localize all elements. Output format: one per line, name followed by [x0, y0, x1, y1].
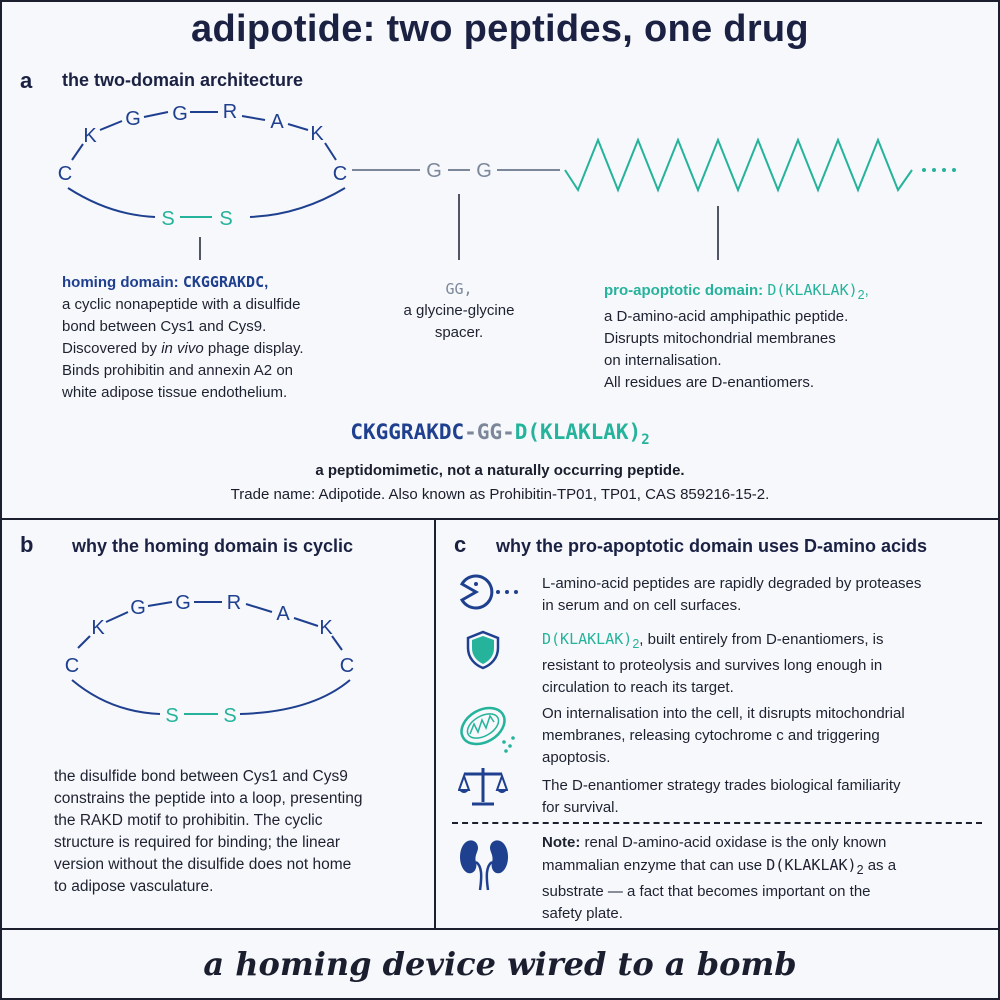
kidney-icon	[460, 840, 508, 891]
panel-b-explanation: the disulfide bond between Cys1 and Cys9…	[54, 768, 363, 895]
panel-c-letter: c	[454, 532, 467, 557]
divider-ab	[0, 518, 1000, 520]
panel-b-heading: why the homing domain is cyclic	[72, 536, 354, 556]
panel-c-heading: why the pro-apoptotic domain uses D-amin…	[496, 536, 928, 556]
note-divider	[452, 822, 982, 824]
panel-b-letter: b	[20, 532, 34, 557]
panel-b-ring-diagram: C K G G R A K C S S	[65, 592, 354, 727]
panel-a-letter: a	[20, 68, 33, 93]
spacer-description: GG, a glycine-glycine spacer.	[380, 278, 538, 344]
pacman-protease-icon	[459, 574, 518, 610]
item-protease-degradation: L-amino-acid peptides are rapidly degrad…	[542, 575, 922, 614]
page-title: adipotide: two peptides, one drug	[191, 8, 809, 50]
balance-scale-icon	[458, 768, 508, 806]
spacer-residue: G	[426, 160, 442, 182]
spacer-label: GG,	[445, 280, 473, 298]
ring-residue: K	[91, 617, 105, 639]
disulfide-atom: S	[219, 208, 232, 230]
proapoptotic-domain-description: pro-apoptotic domain: D(KLAKLAK)2, a D-a…	[604, 281, 869, 391]
ring-residue: R	[223, 101, 237, 123]
disulfide-atom: S	[161, 208, 174, 230]
item-enantiomer-tradeoff: The D-enantiomer strategy trades biologi…	[542, 777, 901, 816]
note-renal-oxidase: Note: renal D-amino-acid oxidase is the …	[542, 834, 897, 922]
panel-a-heading: the two-domain architecture	[62, 70, 304, 90]
shield-icon	[466, 630, 500, 670]
homing-domain-label: homing domain:	[62, 274, 183, 291]
item-proteolysis-resistance: D(KLAKLAK)2, built entirely from D-enant…	[542, 630, 884, 696]
ring-residue: A	[276, 603, 290, 625]
panel-a-diagram: C K G G R A K C S S G G	[58, 101, 956, 260]
ring-residue: K	[310, 123, 324, 145]
proapoptotic-zigzag	[564, 137, 913, 193]
disulfide-atom: S	[223, 705, 236, 727]
ring-residue: G	[125, 108, 141, 130]
ring-residue: G	[172, 103, 188, 125]
proapoptotic-sequence: D(KLAKLAK)	[767, 281, 858, 299]
ring-residue: K	[319, 617, 333, 639]
item-mitochondrial-disruption: On internalisation into the cell, it dis…	[542, 705, 905, 766]
spacer-residue: G	[476, 160, 492, 182]
ring-residue: C	[340, 655, 354, 677]
full-sequence: CKGGRAKDC-GG-D(KLAKLAK)2	[350, 420, 650, 449]
ring-residue: K	[83, 125, 97, 147]
divider-banner	[0, 928, 1000, 930]
ring-residue: C	[333, 163, 347, 185]
homing-domain-description: homing domain: CKGGRAKDC, a cyclic nonap…	[62, 273, 304, 401]
ring-residue: R	[227, 592, 241, 614]
bottom-banner: a homing device wired to a bomb	[203, 945, 797, 983]
disulfide-atom: S	[165, 705, 178, 727]
ring-residue: G	[175, 592, 191, 614]
proapoptotic-label: pro-apoptotic domain:	[604, 282, 768, 299]
homing-domain-sequence: CKGGRAKDC	[182, 273, 265, 291]
caption-trade-name: Trade name: Adipotide. Also known as Pro…	[230, 486, 770, 503]
ring-residue: C	[65, 655, 79, 677]
ring-residue: A	[270, 111, 284, 133]
ring-residue: C	[58, 163, 72, 185]
caption-peptidomimetic: a peptidomimetic, not a naturally occurr…	[315, 462, 685, 479]
divider-bc	[434, 518, 436, 930]
mitochondrion-icon	[460, 706, 515, 753]
ring-residue: G	[130, 597, 146, 619]
